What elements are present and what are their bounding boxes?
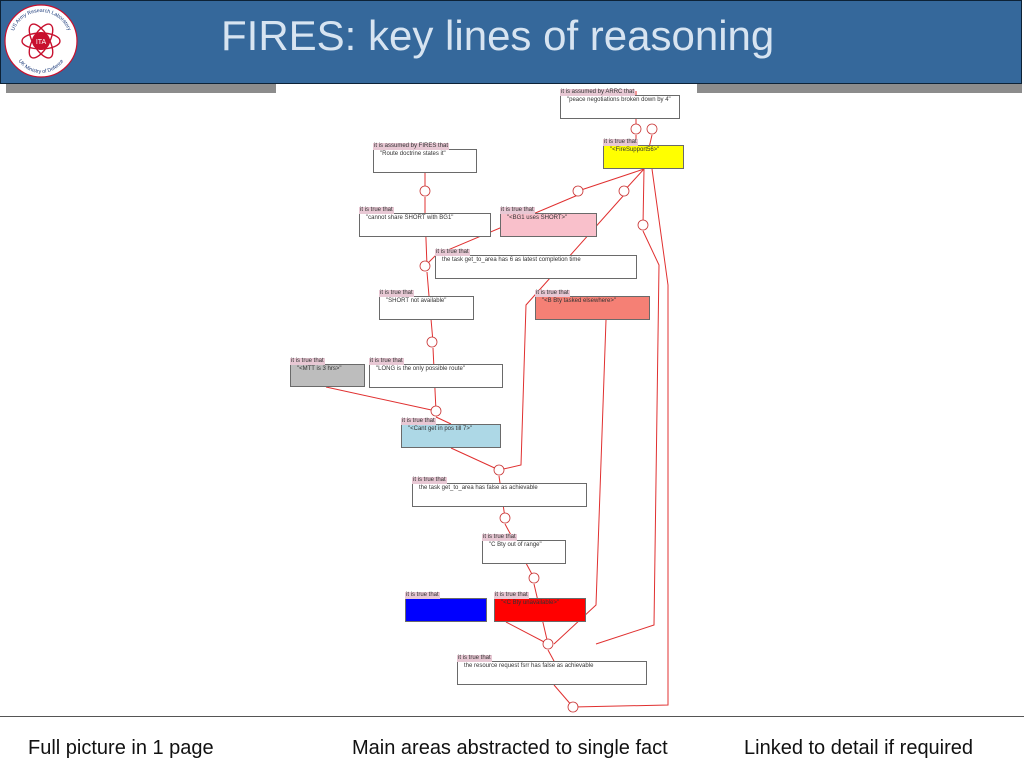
node-text: "<B Bty tasked elsewhere>" — [542, 298, 616, 304]
diagram-node-c-bty-unavailable[interactable]: it is true that"<C Bty unavailable>" — [494, 592, 586, 622]
diagram-edge — [505, 621, 549, 645]
node-header: it is true that — [369, 358, 404, 365]
node-text: the task get_to_area has 6 as latest com… — [442, 257, 581, 263]
diagram-node-cannot-share-short-with-bg1[interactable]: it is true that"cannot share SHORT with … — [359, 207, 491, 237]
node-text: "Route doctrine states it" — [380, 151, 446, 157]
diagram-node-c-bty-out-of-range[interactable]: it is true that"C Bty out of range" — [482, 534, 566, 564]
diagram-node-cant-get-in-pos-till-7[interactable]: it is true that"<Cant get in pos till 7>… — [401, 418, 501, 448]
diagram-edges — [325, 91, 669, 713]
diagram-node-blank[interactable]: it is true that — [405, 592, 487, 622]
diagram-node-mtt-is-3-hrs[interactable]: it is true that"<MTT is 3 hrs>" — [290, 358, 365, 387]
reasoning-step-node[interactable] — [499, 512, 511, 524]
diagram-edge — [577, 168, 645, 192]
diagram-node-short-not-available[interactable]: it is true that"SHORT not available" — [379, 290, 474, 320]
diagram-edge — [572, 168, 669, 708]
title-bar-shadow-right — [697, 84, 1022, 93]
node-header: it is true that — [500, 207, 535, 214]
node-text: "<Cant get in pos till 7>" — [408, 426, 472, 432]
reasoning-step-node[interactable] — [572, 185, 584, 197]
diagram-node-b-bty-tasked-elsewhere[interactable]: it is true that"<B Bty tasked elsewhere>… — [535, 290, 650, 320]
reasoning-step-node[interactable] — [419, 185, 431, 197]
node-header: it is true that — [457, 655, 492, 662]
reasoning-step-node[interactable] — [493, 464, 505, 476]
diagram-node-peace-negotiations-broken-down-by-4[interactable]: it is assumed by ARRC that"peace negotia… — [560, 89, 680, 119]
node-header: it is true that — [435, 249, 470, 256]
reasoning-step-node[interactable] — [528, 572, 540, 584]
diagram-edge — [547, 649, 555, 662]
diagram-node-bg1-uses-short[interactable]: it is true that"<BG1 uses SHORT>" — [500, 207, 597, 237]
title-bar-shadow-left — [6, 84, 276, 93]
footer-center-caption: Main areas abstracted to single fact — [352, 737, 668, 759]
diagram-edge — [595, 230, 660, 645]
diagram-edge — [498, 194, 625, 471]
node-text: the task get_to_area has false as achiev… — [419, 485, 538, 491]
reasoning-step-node[interactable] — [567, 701, 579, 713]
node-header: it is assumed by FIRES that — [373, 143, 450, 150]
footer-right-caption: Linked to detail if required — [744, 737, 974, 759]
title-bar — [0, 0, 1022, 84]
reasoning-step-node[interactable] — [426, 336, 438, 348]
diagram-edge — [642, 168, 645, 226]
reasoning-step-node[interactable] — [542, 638, 554, 650]
node-text: "C Bty out of range" — [489, 542, 542, 548]
node-header: it is true that — [603, 139, 638, 146]
node-text: "LONG is the only possible route" — [376, 366, 465, 372]
reasoning-step-node[interactable] — [637, 219, 649, 231]
node-text: "<BG1 uses SHORT>" — [507, 215, 568, 221]
node-header: it is true that — [359, 207, 394, 214]
node-text: the resource request fsrr has false as a… — [464, 663, 594, 669]
diagram-edge — [450, 447, 500, 471]
node-header: it is true that — [405, 592, 440, 599]
node-header: it is true that — [379, 290, 414, 297]
diagram-edge — [325, 386, 437, 412]
diagram-node-firesupport56[interactable]: it is true that"<FireSupport56>" — [603, 139, 684, 169]
node-header: it is assumed by ARRC that — [560, 89, 636, 96]
node-text: "<C Bty unavailable>" — [501, 600, 559, 606]
reasoning-step-node[interactable] — [618, 185, 630, 197]
diagram-node-long-is-the-only-possible-route[interactable]: it is true that"LONG is the only possibl… — [369, 358, 503, 388]
node-header: it is true that — [535, 290, 570, 297]
footer-divider — [0, 716, 1024, 717]
page-title: FIRES: key lines of reasoning — [221, 12, 775, 59]
node-header: it is true that — [482, 534, 517, 541]
diagram-edge — [553, 319, 607, 645]
node-text: "peace negotiations broken down by 4" — [567, 97, 671, 103]
reasoning-step-node[interactable] — [430, 405, 442, 417]
diagram-node-route-doctrine-states-it[interactable]: it is assumed by FIRES that"Route doctri… — [373, 143, 477, 173]
node-header: it is true that — [412, 477, 447, 484]
ita-logo: ITA US Army Research Laboratory UK Minis… — [4, 4, 78, 78]
reasoning-step-node[interactable] — [419, 260, 431, 272]
node-text: "<MTT is 3 hrs>" — [297, 366, 342, 372]
node-text: "cannot share SHORT with BG1" — [366, 215, 454, 221]
node-text: "<FireSupport56>" — [610, 147, 660, 153]
reasoning-step-node[interactable] — [630, 123, 642, 135]
logo-center-text: ITA — [36, 39, 47, 46]
node-header: it is true that — [494, 592, 529, 599]
footer-left-caption: Full picture in 1 page — [28, 737, 214, 759]
node-header: it is true that — [290, 358, 325, 365]
reasoning-step-node[interactable] — [646, 123, 658, 135]
diagram-edge — [435, 416, 452, 425]
node-header: it is true that — [401, 418, 436, 425]
reasoning-diagram: it is assumed by ARRC that"peace negotia… — [276, 85, 697, 717]
node-text: "SHORT not available" — [386, 298, 447, 304]
